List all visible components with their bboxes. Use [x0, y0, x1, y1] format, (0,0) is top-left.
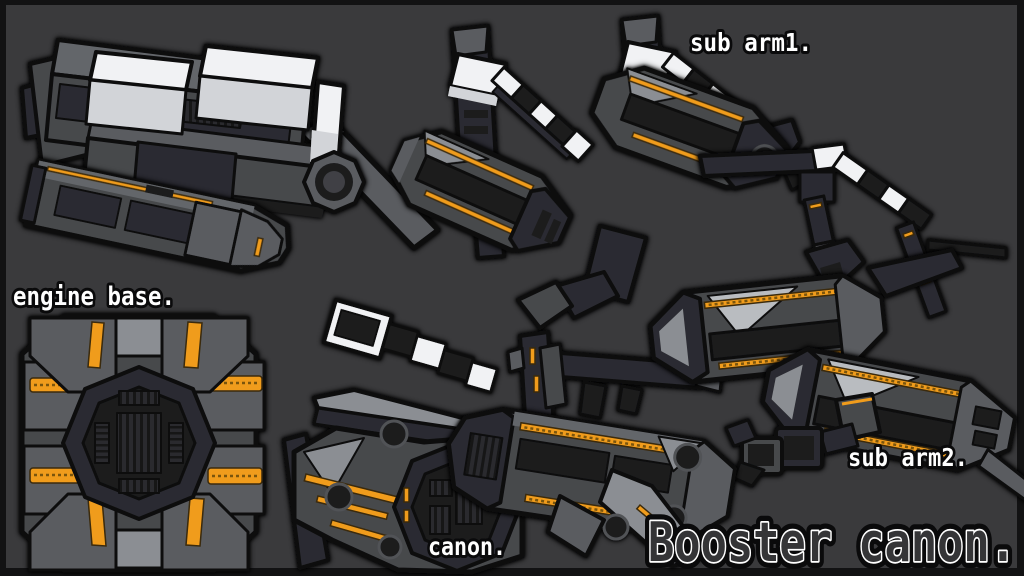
sub-arm2-label: sub arm2.	[848, 443, 968, 472]
page-title: Booster canon.	[648, 511, 1016, 574]
tail-fin	[546, 494, 606, 558]
sub-arm2-lower-assembly	[724, 346, 1024, 507]
engine-base-side-view	[20, 38, 366, 218]
engine-base-front-view	[19, 313, 266, 573]
engine-base-label: engine base.	[13, 282, 175, 312]
engine-base-barrel	[19, 158, 291, 274]
tail-fin	[977, 448, 1024, 507]
canon-label: canon.	[428, 532, 506, 561]
segmented-arm	[490, 65, 595, 163]
sub-arm1-label: sub arm1.	[690, 28, 812, 57]
serrated-rod	[926, 238, 1008, 260]
orange-slit	[253, 236, 264, 258]
corner-block	[160, 492, 250, 572]
white-arm-chain	[321, 298, 499, 394]
tail-wing	[866, 248, 964, 298]
title-outline: Booster canon.	[648, 511, 1016, 574]
canon-side-view	[446, 407, 737, 568]
booster-pod-left	[388, 129, 574, 253]
canon-front-view	[282, 388, 525, 575]
